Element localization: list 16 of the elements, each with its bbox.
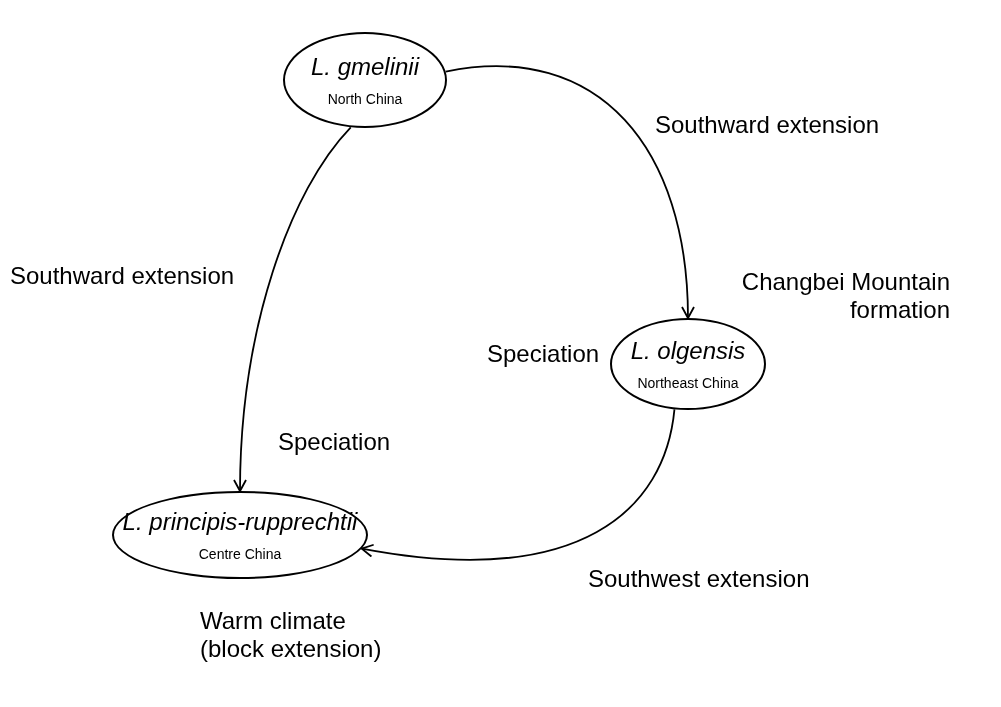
region-text: Centre China [198,546,282,562]
region-text: North China [327,91,403,107]
species-name: L. principis-rupprechtii [122,508,358,536]
species-name: L. gmelinii [310,53,419,81]
annotation-text: Speciation [278,428,391,456]
species-ellipse [610,318,766,410]
curved-arrow [444,65,695,319]
curved-arrow [360,408,676,561]
annotation-text: Changbei Mountain formation [740,268,950,324]
species-ellipse [112,491,368,579]
curved-arrow [233,126,352,492]
region-text: Northeast China [637,375,739,391]
species-ellipse [283,32,447,128]
annotation-text: Speciation [487,340,600,368]
species-name: L. olgensis [630,337,746,365]
note-text: Warm climate (block extension) [200,607,383,663]
